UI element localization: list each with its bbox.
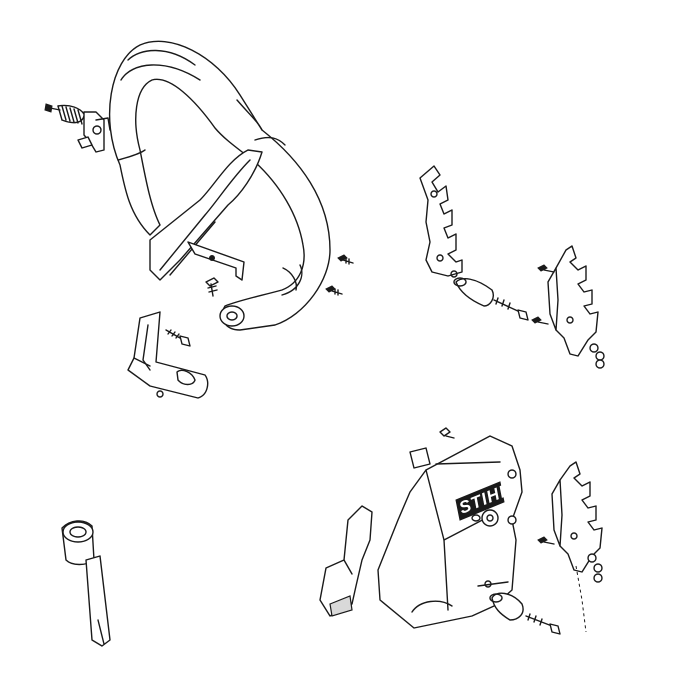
cover-nut [409, 447, 431, 469]
combination-wrench [61, 520, 111, 647]
cover-bolt [525, 613, 561, 635]
cover-spacer-sleeve [484, 580, 524, 621]
handle-screw-2 [337, 254, 354, 265]
front-handle-bar [108, 40, 331, 331]
mounting-bracket [127, 311, 209, 399]
handle-screw [205, 277, 219, 297]
spiked-bumper-inner [419, 165, 463, 277]
spiked-bumper-lower [551, 461, 603, 573]
handle-screw-3 [325, 285, 343, 296]
bumper-bolt [493, 297, 529, 321]
cover-screw-top [439, 427, 455, 439]
chain-sprocket-cover: STIHL [377, 435, 523, 629]
annular-buffer-spring [44, 103, 111, 153]
bumper-spacer-sleeve [450, 270, 494, 307]
stihl-logo-plate [455, 481, 505, 521]
bracket-screw [165, 329, 191, 347]
spiked-bumper-outer [547, 245, 599, 357]
lower-bumper-screws [537, 536, 603, 633]
bumper-screws [531, 264, 605, 369]
chain-tensioner-bracket [319, 505, 373, 617]
